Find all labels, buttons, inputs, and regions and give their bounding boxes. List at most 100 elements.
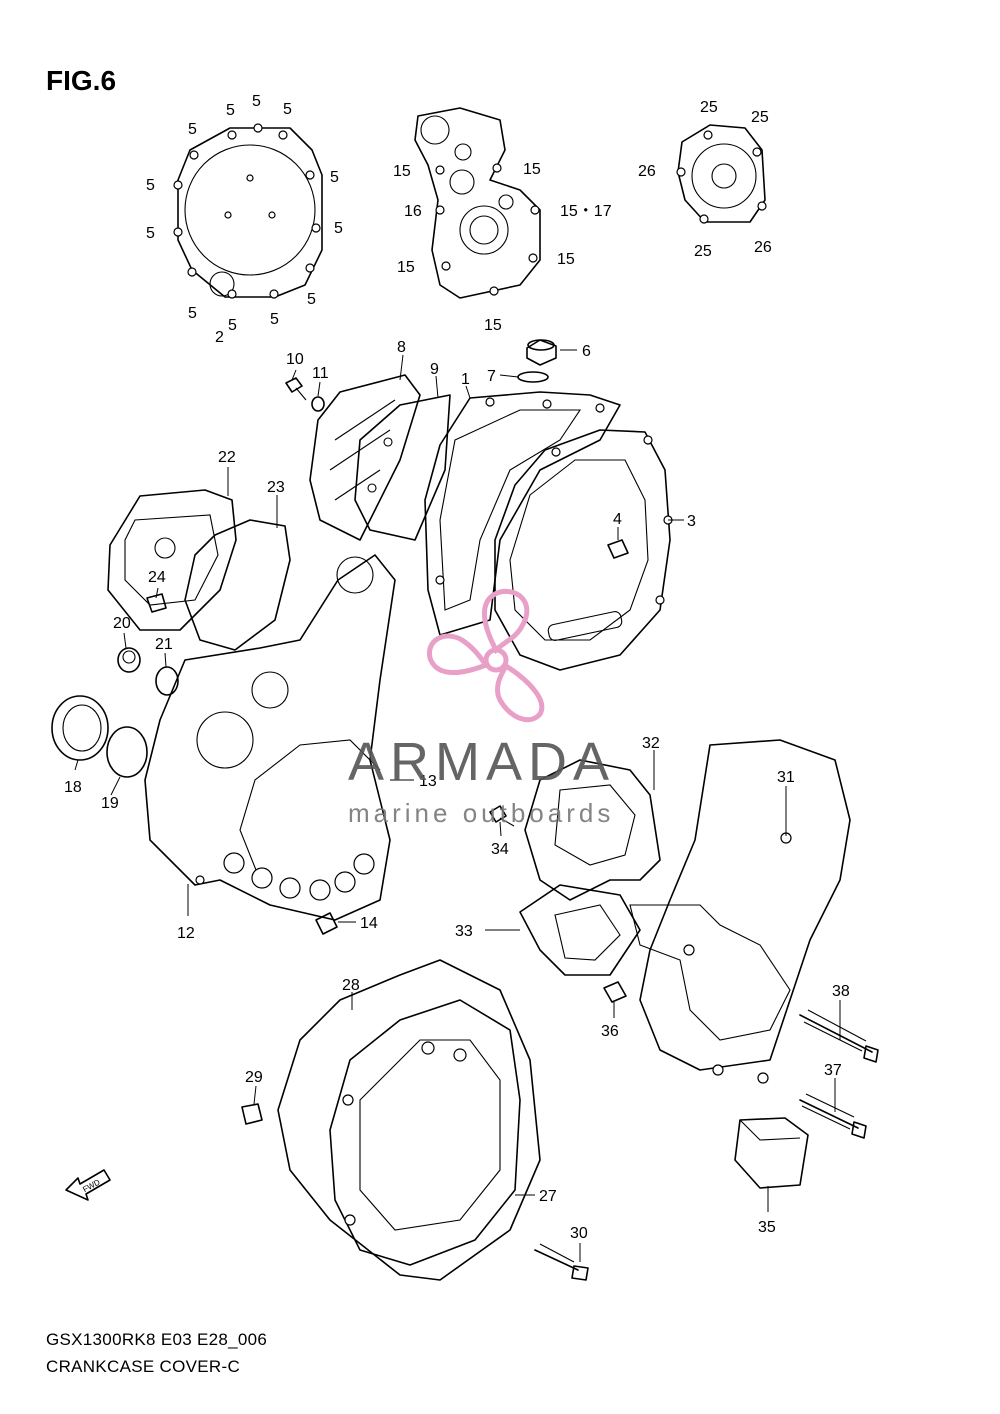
callout-38: 38 [832,983,850,1000]
callout-5: 5 [146,177,155,194]
oil-seal-18 [51,695,109,761]
callout-14: 14 [360,915,378,932]
damper-35 [734,1117,809,1189]
crankcase-cover-1 [424,391,621,636]
callout-15: 15 [397,259,415,276]
callout-5: 5 [188,121,197,138]
callout-15: 15 [557,251,575,268]
callouts-right: 32 34 33 31 36 38 37 35 [455,735,850,1236]
callout-30: 30 [570,1225,588,1242]
callout-5: 5 [226,102,235,119]
callout-5: 5 [270,311,279,328]
callout-8: 8 [397,339,406,356]
callout-28: 28 [342,977,360,994]
callout-15: 15 [393,163,411,180]
propeller-logo-icon [427,588,545,723]
o-ring-21 [155,666,179,696]
small-cover-top-view [676,124,767,224]
bolt-34 [489,805,515,827]
cover-22 [107,489,237,631]
callout-5: 5 [252,93,261,110]
callout-5: 5 [330,169,339,186]
callout-21: 21 [155,636,173,653]
cover-32 [524,759,661,901]
callouts-top-right: 25 25 26 25 26 [638,99,772,260]
bolt-30 [534,1243,589,1281]
watermark-brand: ARMADA [348,732,615,792]
sprocket-cover-31 [629,739,851,1084]
callout-3: 3 [687,513,696,530]
callouts-bottom: 28 29 27 30 [245,977,588,1242]
callouts-left: 22 23 24 20 21 18 19 12 13 14 [64,449,437,942]
callout-16: 16 [404,203,422,220]
callout-31: 31 [777,769,795,786]
callout-11: 11 [312,365,329,382]
callout-5: 5 [228,317,237,334]
gasket-3 [494,429,673,671]
callout-12: 12 [177,925,195,942]
guide-33 [519,884,641,976]
cover-bolt-holes [173,123,321,299]
bolt-38 [799,1009,879,1063]
callout-25: 25 [700,99,718,116]
callout-18: 18 [64,779,82,796]
fwd-arrow-icon: FWD [65,1169,111,1201]
callout-25: 25 [751,109,769,126]
gasket-23 [184,519,291,651]
leaders-left [74,467,414,923]
model-code: GSX1300RK8 E03 E28_006 [46,1330,267,1349]
callout-10: 10 [286,351,304,368]
figure-title: FIG.6 [46,65,116,96]
clutch-cover-plate-8 [309,374,421,541]
callout-29: 29 [245,1069,263,1086]
callout-26: 26 [638,163,656,180]
small-bolt-10 [285,377,307,401]
callout-5: 5 [188,305,197,322]
callout-19: 19 [101,795,119,812]
leaders-middle [291,349,684,540]
callout-2: 2 [215,329,224,346]
callout-27: 27 [539,1188,557,1205]
clutch-cover-top-view [177,127,323,298]
o-ring-7 [517,371,549,383]
callout-25: 25 [694,243,712,260]
bolt-37 [799,1093,867,1139]
watermark-tagline: marine outboards [348,798,614,828]
callout-37: 37 [824,1062,842,1079]
callout-4: 4 [613,511,622,528]
watermark: ARMADA marine outboards [348,588,615,828]
generator-cover-12 [144,554,396,921]
callouts-top-left: 5 5 5 5 5 5 5 5 5 5 5 5 2 [146,93,343,346]
dowel-pin-29 [241,1103,263,1125]
callout-35: 35 [758,1219,776,1236]
o-ring-19 [106,726,148,778]
callout-6: 6 [582,343,591,360]
callout-7: 7 [487,368,496,385]
callout-33: 33 [455,923,473,940]
callout-5: 5 [334,220,343,237]
callout-32: 32 [642,735,660,752]
callout-1: 1 [461,371,470,388]
callout-15-17: 15・17 [560,203,612,220]
callout-5: 5 [146,225,155,242]
washer-11 [311,396,325,412]
callout-23: 23 [267,479,285,496]
callout-26: 26 [754,239,772,256]
dowel-pin-14 [315,912,338,935]
callout-34: 34 [491,841,509,858]
oil-filler-cap-6 [526,339,557,366]
gasket-9 [354,394,451,541]
dowel-pin-4 [607,539,629,559]
callout-15: 15 [523,161,541,178]
dowel-pin-36 [603,981,627,1003]
plug-20 [117,647,141,673]
callout-13: 13 [419,773,437,790]
callout-9: 9 [430,361,439,378]
leaders-right [485,750,841,1212]
cover-27 [329,999,521,1266]
callouts-middle: 10 11 8 9 1 6 7 4 3 [286,339,696,530]
callouts-top-center: 15 15 16 15・17 15 15 15 [393,161,612,334]
callout-22: 22 [218,449,236,466]
generator-cover-top-view [414,107,541,299]
